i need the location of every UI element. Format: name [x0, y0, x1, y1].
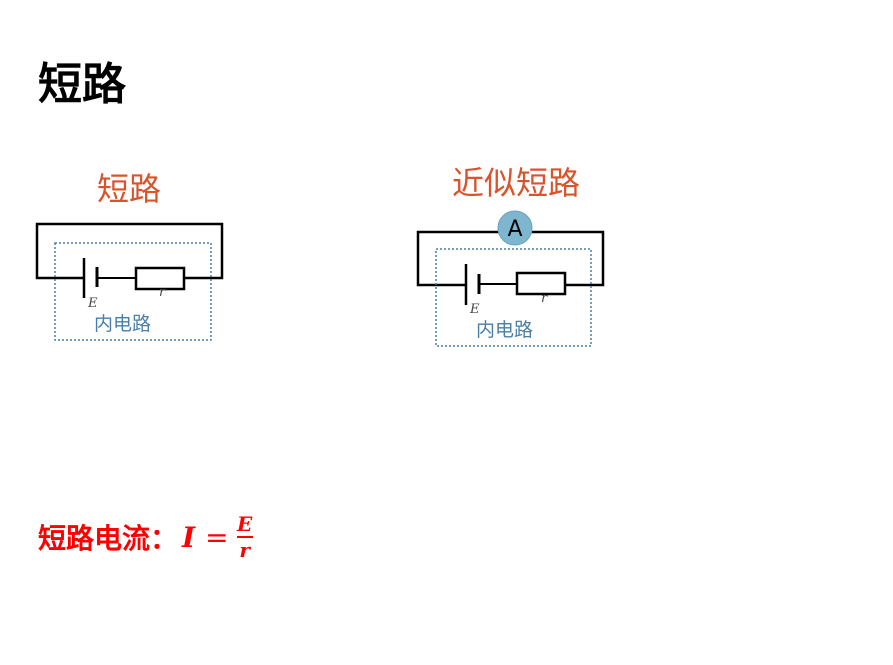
ammeter-label: A — [507, 217, 522, 242]
short-circuit-diagram — [35, 222, 224, 341]
emf-label: E — [469, 302, 480, 317]
internal-resistor — [515, 271, 567, 296]
internal-resistor — [134, 266, 186, 291]
short-circuit-title: 短路 — [97, 170, 162, 208]
external-wire — [35, 222, 224, 280]
numerator: E — [236, 512, 253, 536]
near-short-circuit-title: 近似短路 — [452, 164, 581, 202]
emf-label: E — [87, 296, 98, 311]
inner-circuit-label: 内电路 — [476, 319, 533, 341]
resistance-label: r — [541, 291, 548, 306]
near-short-circuit-diagram — [416, 210, 605, 347]
formula-lhs: I — [182, 520, 196, 554]
inner-circuit-box — [435, 248, 592, 347]
fraction-bar — [236, 536, 253, 538]
formula-equals: = — [205, 520, 229, 554]
short-circuit-current-formula: 短路电流： I = E r — [38, 514, 253, 560]
resistance-label: r — [159, 285, 166, 300]
ammeter-icon — [497, 210, 533, 246]
formula-fraction: E r — [236, 512, 253, 562]
formula-label: 短路电流： — [38, 522, 179, 555]
inner-circuit-label: 内电路 — [94, 313, 151, 335]
denominator: r — [239, 538, 250, 562]
page-title: 短路 — [38, 59, 126, 110]
inner-circuit-box — [54, 242, 212, 341]
